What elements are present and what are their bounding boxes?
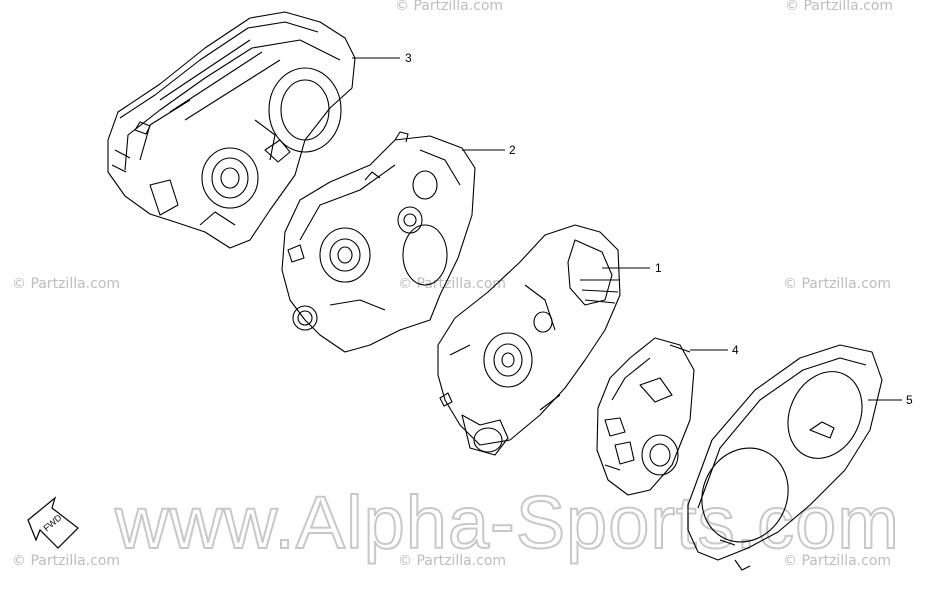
callout-4: 4 [732,343,739,357]
watermark-bottom-left: © Partzilla.com [12,553,120,569]
callout-3: 3 [405,51,412,65]
watermark-top-right: © Partzilla.com [785,0,893,14]
partzilla-watermarks: © Partzilla.com © Partzilla.com © Partzi… [12,0,893,569]
forward-arrow-label: FWD [41,512,64,533]
alpha-sports-watermark: www.Alpha-Sports.com [114,481,900,564]
part-1-crankcase-left [437,224,621,456]
watermark-mid-center: © Partzilla.com [398,276,506,292]
callout-1: 1 [655,261,662,275]
callout-5: 5 [906,393,913,407]
part-2-crankcase-right [281,131,476,353]
watermark-top-center: © Partzilla.com [395,0,503,14]
watermark-bottom-right: © Partzilla.com [783,553,891,569]
watermark-mid-left: © Partzilla.com [12,276,120,292]
part-4-inner-cover [596,337,695,496]
watermark-bottom-center: © Partzilla.com [398,553,506,569]
watermark-mid-right: © Partzilla.com [783,276,891,292]
part-5-outer-cvt-cover [687,344,883,571]
part-3-cvt-housing [107,11,356,249]
callout-2: 2 [509,143,516,157]
forward-arrow-icon: FWD [27,496,79,549]
